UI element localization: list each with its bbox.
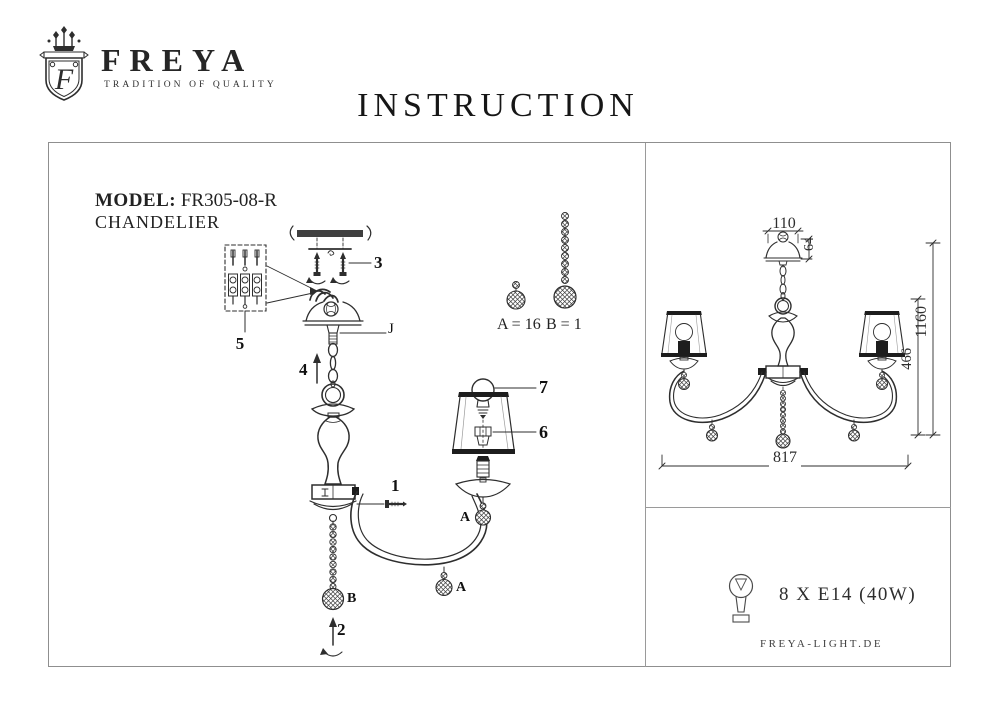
dim-64-lines: [800, 235, 813, 263]
brand-crest: F: [39, 26, 89, 101]
dim-1160-lines: [925, 239, 941, 439]
label-a-lower: A: [456, 580, 467, 595]
label-b: B: [347, 591, 357, 606]
callout-4: 4: [299, 360, 308, 379]
dim-overall-width: 817: [769, 449, 801, 467]
center-hub: [309, 484, 407, 523]
pendant-a-glyph: [506, 281, 526, 310]
dim-110-lines: [762, 227, 804, 244]
model-label: MODEL:: [95, 190, 177, 211]
product-type: CHANDELIER: [95, 212, 220, 232]
right-shade-front: [859, 311, 905, 390]
dim-body-height: 466: [899, 348, 915, 370]
ceiling-drawing: [289, 225, 372, 256]
brand-monogram: F: [54, 63, 74, 96]
dimension-diagram: [658, 227, 941, 623]
crystal-pendant-a-cup: [474, 509, 492, 526]
canopy-front: [763, 231, 803, 266]
model-number: FR305-08-R: [180, 190, 277, 211]
center-chain-front: [775, 386, 791, 449]
count-b: B = 1: [546, 316, 582, 333]
panel-divider-vertical: [645, 143, 646, 667]
dim-466-lines: [910, 295, 926, 439]
brand-tagline: TRADITION OF QUALITY: [104, 80, 277, 90]
crystal-pendant-a-arm: [435, 578, 453, 597]
chain-and-column: [310, 342, 356, 485]
page-title: INSTRUCTION: [357, 86, 639, 124]
label-a-upper: A: [460, 510, 471, 525]
dim-817-lines: [658, 454, 912, 470]
terminal-block: [224, 244, 318, 333]
pendant-b-glyph: [553, 212, 577, 309]
callout-2: 2: [337, 620, 346, 639]
crystal-ball-b: [321, 587, 345, 611]
bulb-spec: 8 X E14 (40W): [779, 584, 917, 605]
bulb-icon: [728, 573, 754, 623]
canopy-drawing: [302, 301, 387, 345]
callout-5: 5: [235, 334, 245, 353]
callout-3: 3: [374, 253, 383, 272]
wires: [309, 288, 339, 303]
shield-icon: [39, 51, 89, 101]
arrow-4: [313, 353, 321, 384]
dim-canopy-width: 110: [772, 215, 796, 232]
dim-overall-height: 1160: [913, 306, 930, 338]
callout-7: 7: [539, 377, 548, 397]
panel-divider-horizontal: [646, 507, 951, 508]
arms-front: [668, 370, 898, 442]
dim-canopy-height: 64: [802, 237, 817, 251]
main-panel: [48, 142, 951, 667]
bulb-drawing: [471, 378, 495, 402]
website: FREYA-LIGHT.DE: [760, 638, 884, 650]
count-a: A = 16: [497, 316, 541, 333]
shade-assembly: [452, 378, 537, 526]
callout-hook-j: J: [388, 321, 394, 337]
bead-chain-b: [320, 520, 345, 657]
assembly-diagram: [224, 212, 577, 657]
callout-6: 6: [539, 422, 548, 442]
left-shade-front: [661, 311, 707, 390]
brand-name: FREYA: [101, 42, 254, 78]
crown-icon: [47, 26, 81, 51]
model-line: MODEL: FR305-08-R: [95, 190, 277, 212]
mounting-screws: [306, 252, 372, 285]
callout-1: 1: [391, 476, 400, 495]
